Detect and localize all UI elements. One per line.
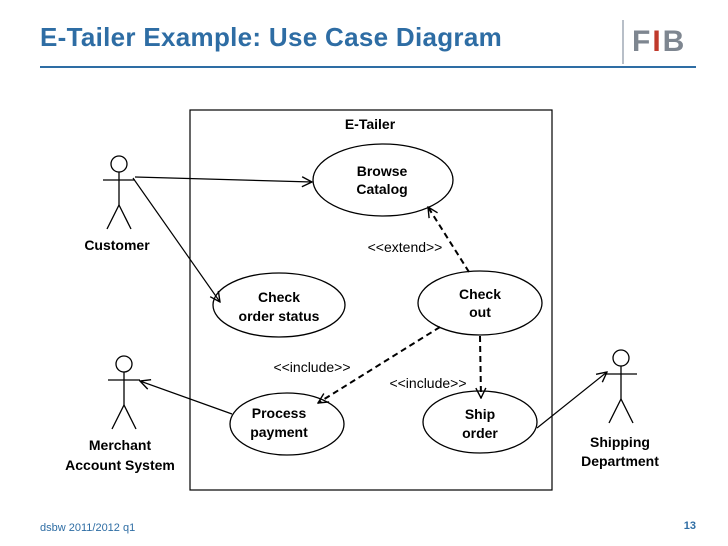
- assoc-customer-checkstatus: [132, 177, 220, 302]
- include-payment-label: <<include>>: [273, 359, 350, 375]
- slide-title: E-Tailer Example: Use Case Diagram: [40, 22, 503, 52]
- ship-label-line2: order: [462, 425, 498, 441]
- actor-shipping-label-line2: Department: [581, 453, 659, 469]
- use-case-check-order-status: [212, 272, 346, 338]
- title-rule: [40, 66, 696, 68]
- system-label: E-Tailer: [345, 116, 396, 132]
- browse-label-line2: Catalog: [356, 181, 407, 197]
- use-case-browse-catalog: [312, 143, 454, 217]
- logo-text: FIB: [632, 25, 686, 59]
- footer-course: dsbw 2011/2012 q1: [40, 522, 136, 534]
- use-case-ship-order: [422, 390, 538, 454]
- checkstatus-label-line2: order status: [239, 308, 320, 324]
- assoc-ship-shipping: [536, 372, 607, 429]
- actor-merchant-account-system: [108, 355, 140, 430]
- use-case-check-out: [417, 270, 543, 336]
- actor-customer-label: Customer: [84, 237, 150, 253]
- assoc-payment-merchant: [140, 381, 233, 415]
- assoc-customer-browse: [134, 177, 312, 182]
- logo-letter-i: I: [652, 25, 663, 58]
- actor-merchant-label-line1: Merchant: [89, 437, 152, 453]
- include-checkout-payment: [318, 326, 441, 404]
- include-checkout-ship: [480, 335, 481, 398]
- checkout-label-line2: out: [469, 304, 491, 320]
- logo-letter-b: B: [662, 25, 687, 58]
- extend-label: <<extend>>: [368, 239, 443, 255]
- ship-label-line1: Ship: [465, 406, 495, 422]
- checkstatus-label-line1: Check: [258, 289, 300, 305]
- logo-letter-f: F: [632, 25, 653, 58]
- actor-customer: [103, 155, 135, 230]
- include-ship-label: <<include>>: [389, 375, 466, 391]
- use-case-process-payment: [229, 392, 345, 456]
- extend-checkout-browse: [427, 207, 470, 273]
- logo-divider: [622, 20, 624, 64]
- actor-shipping-department: [605, 349, 637, 424]
- actor-shipping-label-line1: Shipping: [590, 434, 650, 450]
- fib-logo: FIB: [622, 20, 686, 64]
- process-label-line2: payment: [250, 424, 308, 440]
- system-boundary: [189, 109, 553, 491]
- process-label-line1: Process: [252, 405, 307, 421]
- page-number: 13: [683, 520, 696, 532]
- checkout-label-line1: Check: [459, 286, 501, 302]
- actor-merchant-label-line2: Account System: [65, 457, 175, 473]
- browse-label-line1: Browse: [357, 163, 408, 179]
